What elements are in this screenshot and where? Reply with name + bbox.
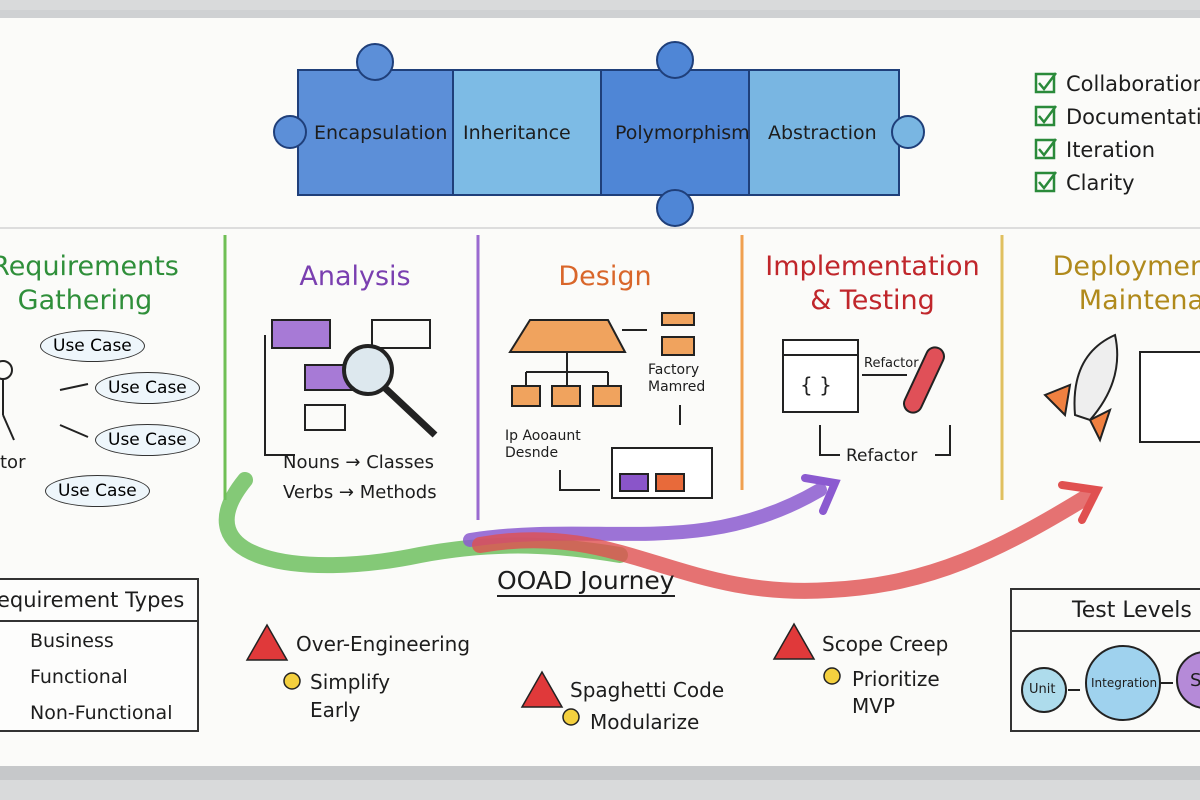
journey-label: OOAD Journey <box>497 566 675 597</box>
actor-label: tor <box>0 452 26 473</box>
use-case-bubble: Use Case <box>40 330 145 362</box>
class-diagram-icon <box>264 319 438 456</box>
journey-arrows <box>218 472 1104 599</box>
test-level-unit: Unit <box>1029 682 1056 697</box>
phase-deployment-title: Deployment & Maintenan <box>1052 251 1200 316</box>
checklist-item: Documentation <box>1066 105 1200 129</box>
pitfall-tip: Modularize <box>590 710 700 734</box>
rocket-icon <box>1043 333 1200 443</box>
refactor-label: Refactor <box>864 356 919 371</box>
pitfall-warning: Scope Creep <box>822 632 949 656</box>
lightbulb-icons <box>283 667 841 726</box>
use-case-bubble: Use Case <box>95 424 200 456</box>
requirement-type: Business <box>30 630 114 652</box>
requirement-type: Non-Functional <box>30 702 173 724</box>
test-tube-icon <box>903 346 945 414</box>
puzzle-inheritance: Inheritance <box>463 122 571 144</box>
test-level-circles <box>1021 645 1200 721</box>
phase-implementation-title: Implementation & Testing <box>765 251 980 316</box>
requirement-type: Functional <box>30 666 128 688</box>
phase-requirements-title: Requirements Gathering <box>0 251 179 316</box>
test-levels-box: Test Levels <box>1010 588 1200 732</box>
analysis-rule: Verbs → Methods <box>283 482 437 503</box>
design-label: Factory Mamred <box>648 362 706 395</box>
actor-icon <box>0 360 89 441</box>
use-case-bubble: Use Case <box>45 475 150 507</box>
warning-icons <box>245 622 816 708</box>
pitfall-tip: Prioritize MVP <box>852 667 940 718</box>
puzzle-encapsulation: Encapsulation <box>314 122 448 144</box>
test-level-integration: Integration <box>1091 676 1158 690</box>
design-diagram-icon <box>508 312 713 499</box>
magnifier-icon <box>342 344 394 396</box>
puzzle-polymorphism: Polymorphism <box>615 122 750 144</box>
pitfall-warning: Over-Engineering <box>296 632 471 656</box>
analysis-rule: Nouns → Classes <box>283 452 435 473</box>
design-label: Ip Aooaunt Desnde <box>505 428 581 461</box>
phase-analysis-title: Analysis <box>299 261 411 292</box>
box-divider <box>0 620 197 622</box>
svg-text:{ }: { } <box>800 373 832 397</box>
pitfall-tip: Simplify Early <box>310 670 391 722</box>
test-levels-title: Test Levels <box>1072 598 1192 623</box>
box-divider <box>1012 630 1200 632</box>
check-icons <box>1034 72 1057 193</box>
checklist-item: Clarity <box>1066 171 1135 195</box>
puzzle-abstraction: Abstraction <box>768 122 877 144</box>
pitfall-warning: Spaghetti Code <box>570 678 725 702</box>
checklist-item: Iteration <box>1066 138 1156 162</box>
code-window-icon: { } <box>782 339 951 456</box>
test-level-system: S <box>1190 670 1200 691</box>
checklist-item: Collaboration <box>1066 72 1200 96</box>
use-case-bubble: Use Case <box>95 372 200 404</box>
refactor-label: Refactor <box>846 446 918 466</box>
dashboard-icon <box>1139 351 1200 443</box>
requirement-types-box: equirement Types Business Functional Non… <box>0 578 199 732</box>
phase-design-title: Design <box>558 261 652 292</box>
requirement-types-title: equirement Types <box>0 588 185 612</box>
puzzle-pieces <box>273 41 925 227</box>
